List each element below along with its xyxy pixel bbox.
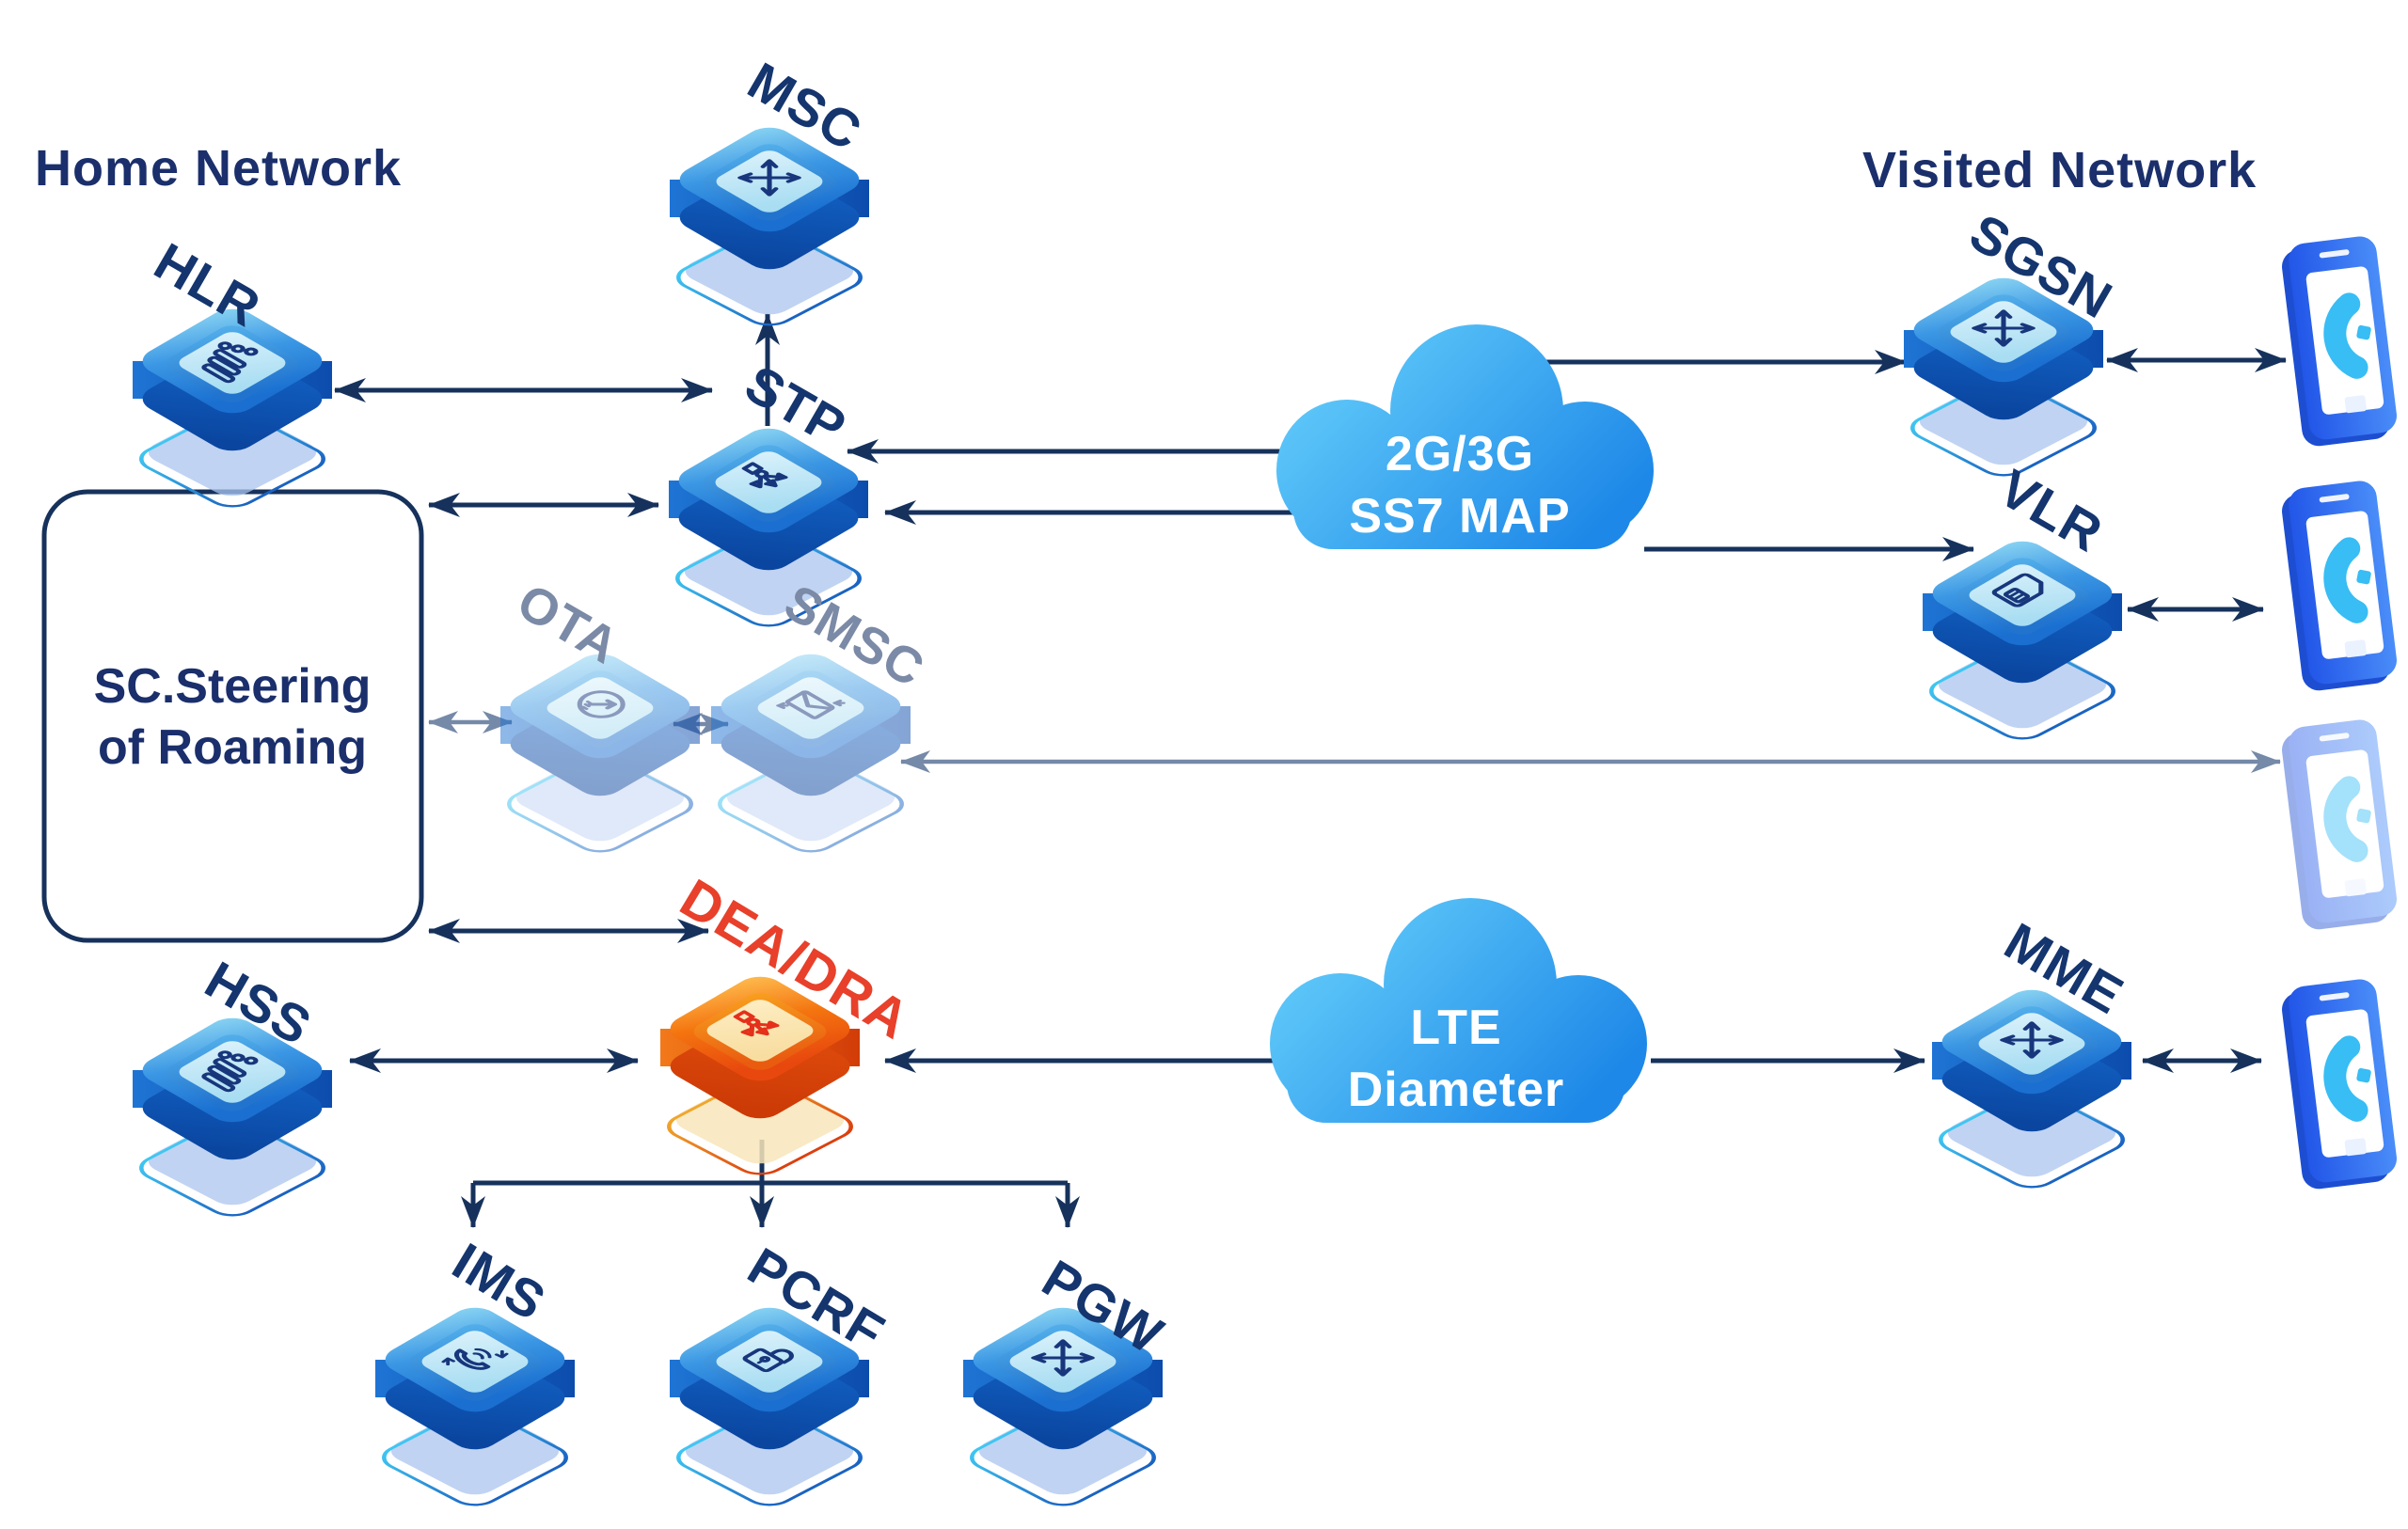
steering-of-roaming-box: SC.Steering of Roaming <box>41 489 424 943</box>
phone-smsc-faded-icon <box>2279 717 2400 931</box>
node-ims <box>374 1301 577 1509</box>
phone-mme-icon <box>2279 977 2400 1190</box>
lte-diameter-cloud: LTE Diameter <box>1270 898 1647 1123</box>
ss7-cloud-line1: 2G/3G <box>1386 427 1534 481</box>
steering-box-line2: of Roaming <box>98 720 367 775</box>
lte-cloud-line2: Diameter <box>1348 1063 1565 1117</box>
node-hlr <box>132 303 334 511</box>
visited-network-heading: Visited Network <box>1862 142 2257 198</box>
ss7-cloud-line2: SS7 MAP <box>1349 489 1570 544</box>
phone-vlr-icon <box>2279 479 2400 692</box>
node-vlr <box>1922 535 2124 743</box>
lte-cloud-line1: LTE <box>1410 1001 1501 1055</box>
home-network-heading: Home Network <box>35 140 402 197</box>
node-ota <box>499 648 702 856</box>
phone-sgsn-icon <box>2279 234 2400 448</box>
ss7-map-cloud: 2G/3G SS7 MAP <box>1276 324 1654 549</box>
steering-box-line1: SC.Steering <box>94 659 372 714</box>
node-hss <box>132 1012 334 1220</box>
